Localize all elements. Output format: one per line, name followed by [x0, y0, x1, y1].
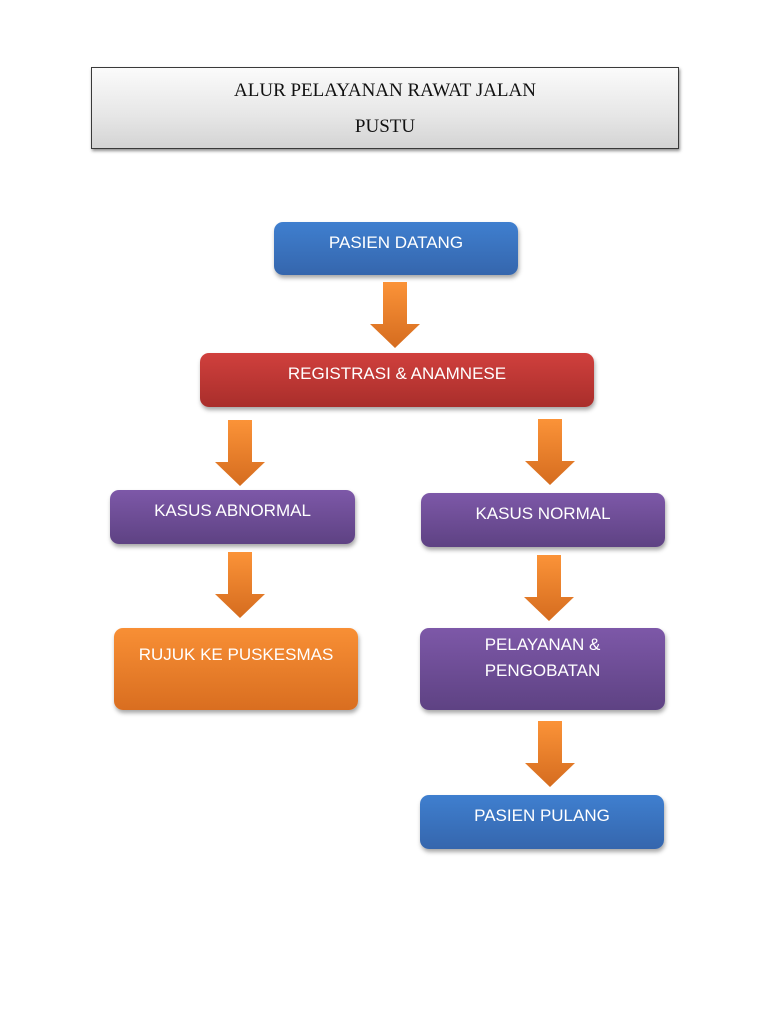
node-label-line-2: PENGOBATAN	[484, 661, 601, 680]
title-box: ALUR PELAYANAN RAWAT JALAN PUSTU	[91, 67, 679, 149]
node-label: KASUS NORMAL	[475, 504, 611, 523]
node-label: KASUS ABNORMAL	[154, 501, 311, 520]
node-label: RUJUK KE PUSKESMAS	[138, 645, 334, 664]
title-line-2: PUSTU	[354, 116, 416, 137]
node-pelayanan-pengobatan: PELAYANAN & PENGOBATAN	[420, 628, 665, 710]
node-label: PASIEN PULANG	[474, 806, 610, 825]
node-registrasi: REGISTRASI & ANAMNESE	[200, 353, 594, 407]
arrow-down-icon	[525, 721, 575, 787]
title-line-1: ALUR PELAYANAN RAWAT JALAN	[234, 80, 536, 101]
node-rujuk-ke-puskesmas: RUJUK KE PUSKESMAS	[114, 628, 358, 710]
node-kasus-normal: KASUS NORMAL	[421, 493, 665, 547]
arrow-down-icon	[370, 282, 420, 348]
arrow-down-icon	[215, 420, 265, 486]
node-pasien-pulang: PASIEN PULANG	[420, 795, 664, 849]
arrow-down-icon	[524, 555, 574, 621]
arrow-down-icon	[525, 419, 575, 485]
node-label: PASIEN DATANG	[328, 233, 464, 252]
node-label-line-1: PELAYANAN &	[484, 635, 601, 654]
node-label: REGISTRASI & ANAMNESE	[287, 364, 507, 383]
arrow-down-icon	[215, 552, 265, 618]
node-pasien-datang: PASIEN DATANG	[274, 222, 518, 275]
node-kasus-abnormal: KASUS ABNORMAL	[110, 490, 355, 544]
